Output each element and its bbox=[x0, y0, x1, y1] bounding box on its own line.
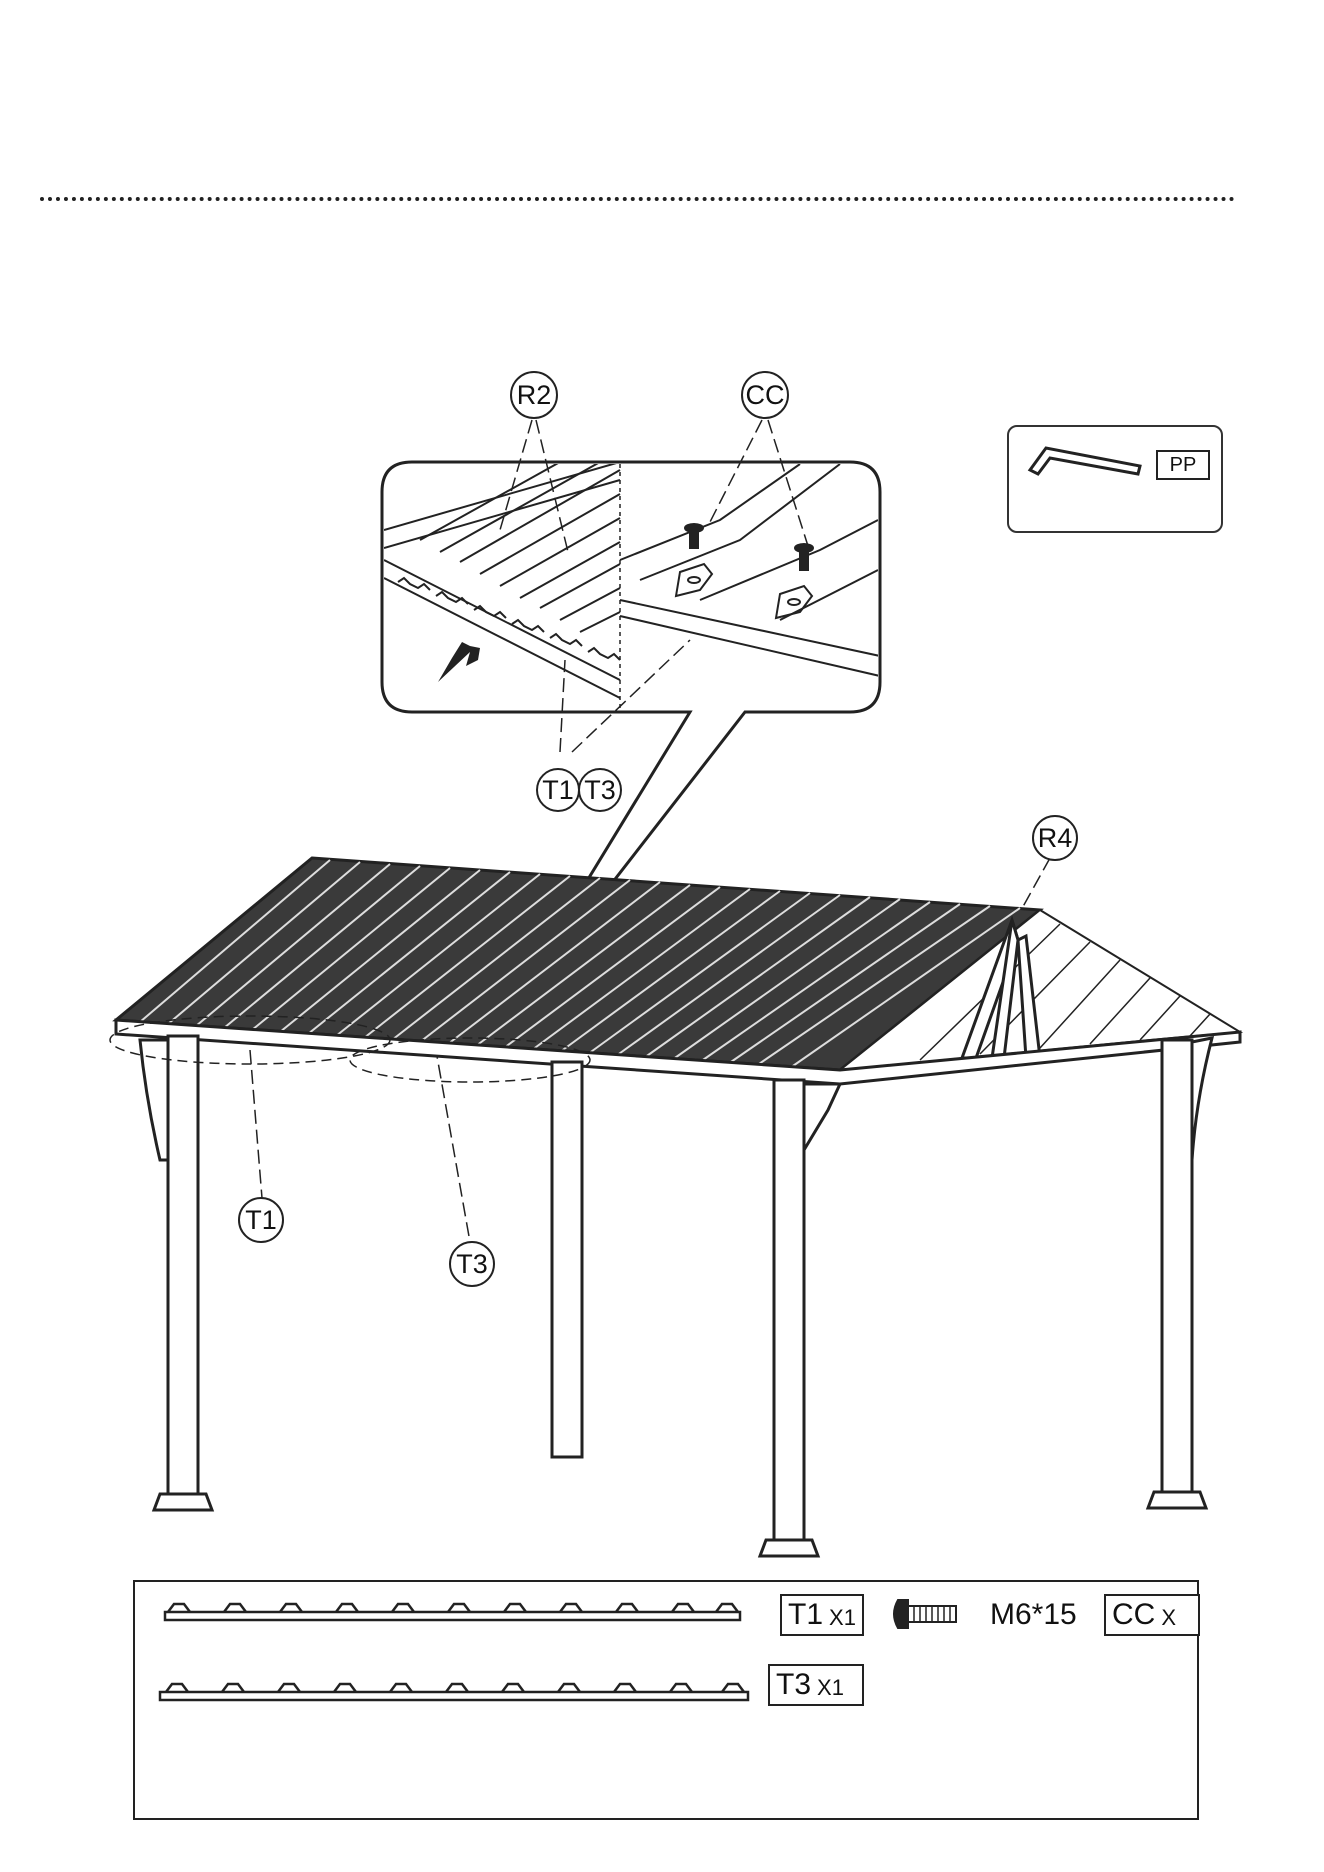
bolt-spec: M6*15 bbox=[990, 1598, 1077, 1632]
label-r4: R4 bbox=[1033, 816, 1077, 860]
svg-text:T3: T3 bbox=[584, 775, 616, 805]
label-t1-top: T1 bbox=[537, 769, 579, 811]
svg-text:CC: CC bbox=[746, 380, 785, 410]
svg-text:R4: R4 bbox=[1038, 823, 1073, 853]
label-r2: R2 bbox=[511, 372, 557, 418]
part-tag-t3: T3 X1 bbox=[768, 1664, 864, 1706]
part-tag-t1: T1 X1 bbox=[780, 1594, 864, 1636]
part-qty: X1 bbox=[817, 1675, 844, 1701]
part-code: T1 bbox=[788, 1598, 823, 1632]
label-t3-top: T3 bbox=[579, 769, 621, 811]
svg-text:R2: R2 bbox=[517, 380, 552, 410]
svg-text:T1: T1 bbox=[542, 775, 574, 805]
svg-text:T1: T1 bbox=[245, 1205, 277, 1235]
svg-text:T3: T3 bbox=[456, 1249, 488, 1279]
part-code: T3 bbox=[776, 1668, 811, 1702]
part-qty: X1 bbox=[829, 1605, 856, 1631]
label-cc: CC bbox=[742, 372, 788, 418]
part-tag-cc: CC X bbox=[1104, 1594, 1200, 1636]
part-code: CC bbox=[1112, 1598, 1155, 1632]
label-t1-bottom: T1 bbox=[239, 1198, 283, 1242]
tool-tag-pp: PP bbox=[1156, 450, 1210, 480]
part-qty: X bbox=[1161, 1605, 1176, 1631]
label-t3-bottom: T3 bbox=[450, 1242, 494, 1286]
